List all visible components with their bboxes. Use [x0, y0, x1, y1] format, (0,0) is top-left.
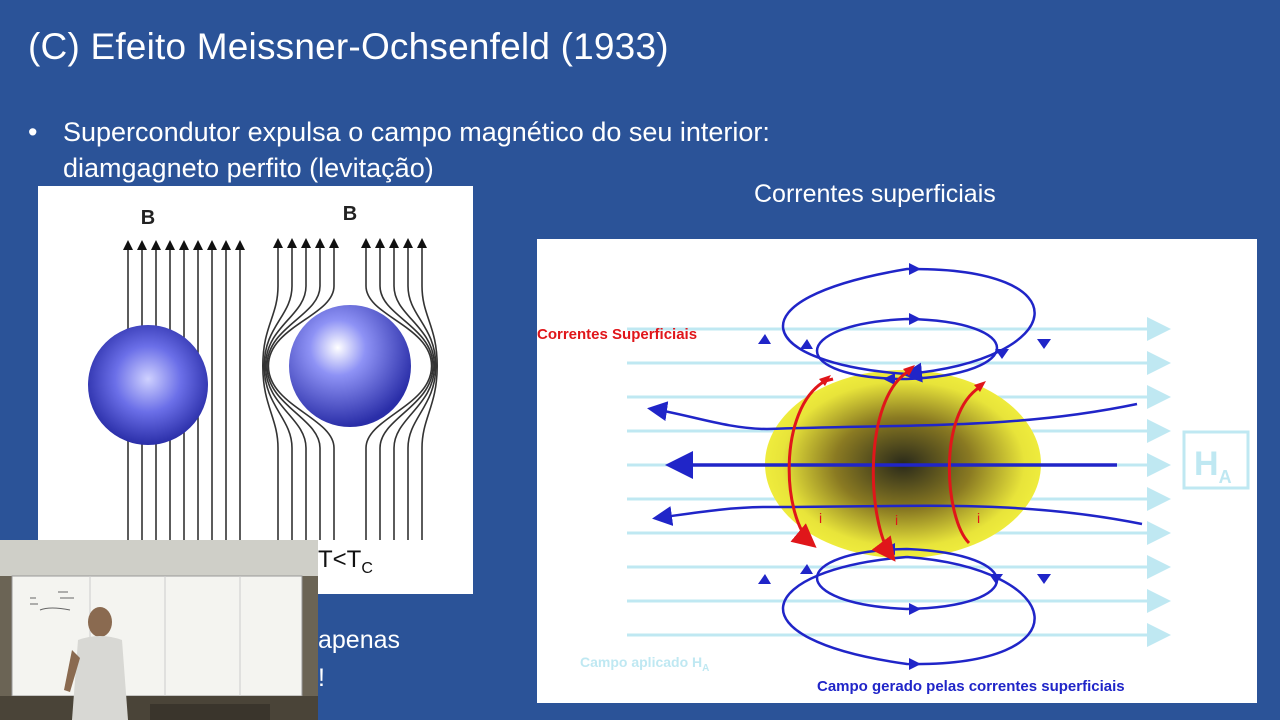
field-arrowhead [417, 238, 427, 248]
expelled-field-line [266, 248, 321, 540]
surface-currents-label: Correntes Superficiais [537, 326, 697, 343]
partial-text-line1: apenas [318, 626, 401, 654]
expelled-field-line [365, 248, 433, 540]
whiteboard-scribbles [30, 591, 74, 611]
current-symbol-1: i [819, 510, 822, 526]
expelled-field-line [421, 248, 439, 540]
field-arrowhead [235, 240, 245, 250]
field-arrowhead [375, 238, 385, 248]
lecturer-video-overlay [0, 540, 318, 720]
bullet-marker: • [28, 117, 38, 147]
meissner-diagram: B B T<TC [88, 203, 439, 577]
field-arrowhead [179, 240, 189, 250]
normal-state-sphere [88, 325, 208, 445]
current-symbol-2: i [895, 512, 898, 528]
figure-subtitle: Correntes superficiais [754, 180, 996, 208]
surface-current-loops [787, 369, 981, 562]
field-arrowhead [361, 238, 371, 248]
field-arrowhead [165, 240, 175, 250]
meissner-effect-figure: B B T<TC [38, 186, 473, 594]
expelled-field-line [267, 248, 335, 540]
generated-field-label: Campo gerado pelas correntes superficiai… [817, 678, 1125, 695]
ha-symbol: HA [1194, 445, 1232, 487]
field-arrowhead [221, 240, 231, 250]
field-arrowhead [301, 238, 311, 248]
lecturer [64, 607, 128, 720]
surface-currents-figure: i i i Correntes Superficiais Campo aplic… [537, 239, 1257, 703]
bullet-text: Supercondutor expulsa o campo magnético … [63, 117, 770, 183]
superconducting-sphere [289, 305, 411, 427]
ha-box: HA [1182, 430, 1250, 490]
partial-text-line2: ! [318, 664, 325, 692]
field-arrowhead [151, 240, 161, 250]
temperature-label: T<TC [318, 546, 373, 577]
field-arrowhead [123, 240, 133, 250]
expelled-field-line [263, 248, 293, 540]
expelled-field-line [393, 248, 436, 540]
expelled-field-line [264, 248, 307, 540]
field-arrowhead [315, 238, 325, 248]
slide-title: (C) Efeito Meissner-Ochsenfeld (1933) [28, 26, 669, 67]
b-label-left: B [141, 207, 155, 229]
b-label-right: B [343, 203, 357, 225]
field-arrowhead [137, 240, 147, 250]
expelled-field-line [261, 248, 279, 540]
expelled-field-line [379, 248, 434, 540]
field-arrowhead [207, 240, 217, 250]
field-arrowhead [273, 238, 283, 248]
expelled-field-lines [261, 238, 439, 540]
current-arrowheads [819, 365, 986, 392]
surface-currents-diagram: i i i Correntes Superficiais Campo aplic… [537, 263, 1250, 695]
current-symbol-3: i [977, 510, 980, 526]
applied-field-label: Campo aplicado HA [580, 654, 709, 674]
field-arrowhead [287, 238, 297, 248]
field-arrowhead [403, 238, 413, 248]
video-frame [0, 540, 318, 720]
field-arrowhead [389, 238, 399, 248]
generated-field-lines [647, 267, 1143, 666]
expelled-field-line [407, 248, 437, 540]
field-arrowhead [329, 238, 339, 248]
field-arrowhead [193, 240, 203, 250]
